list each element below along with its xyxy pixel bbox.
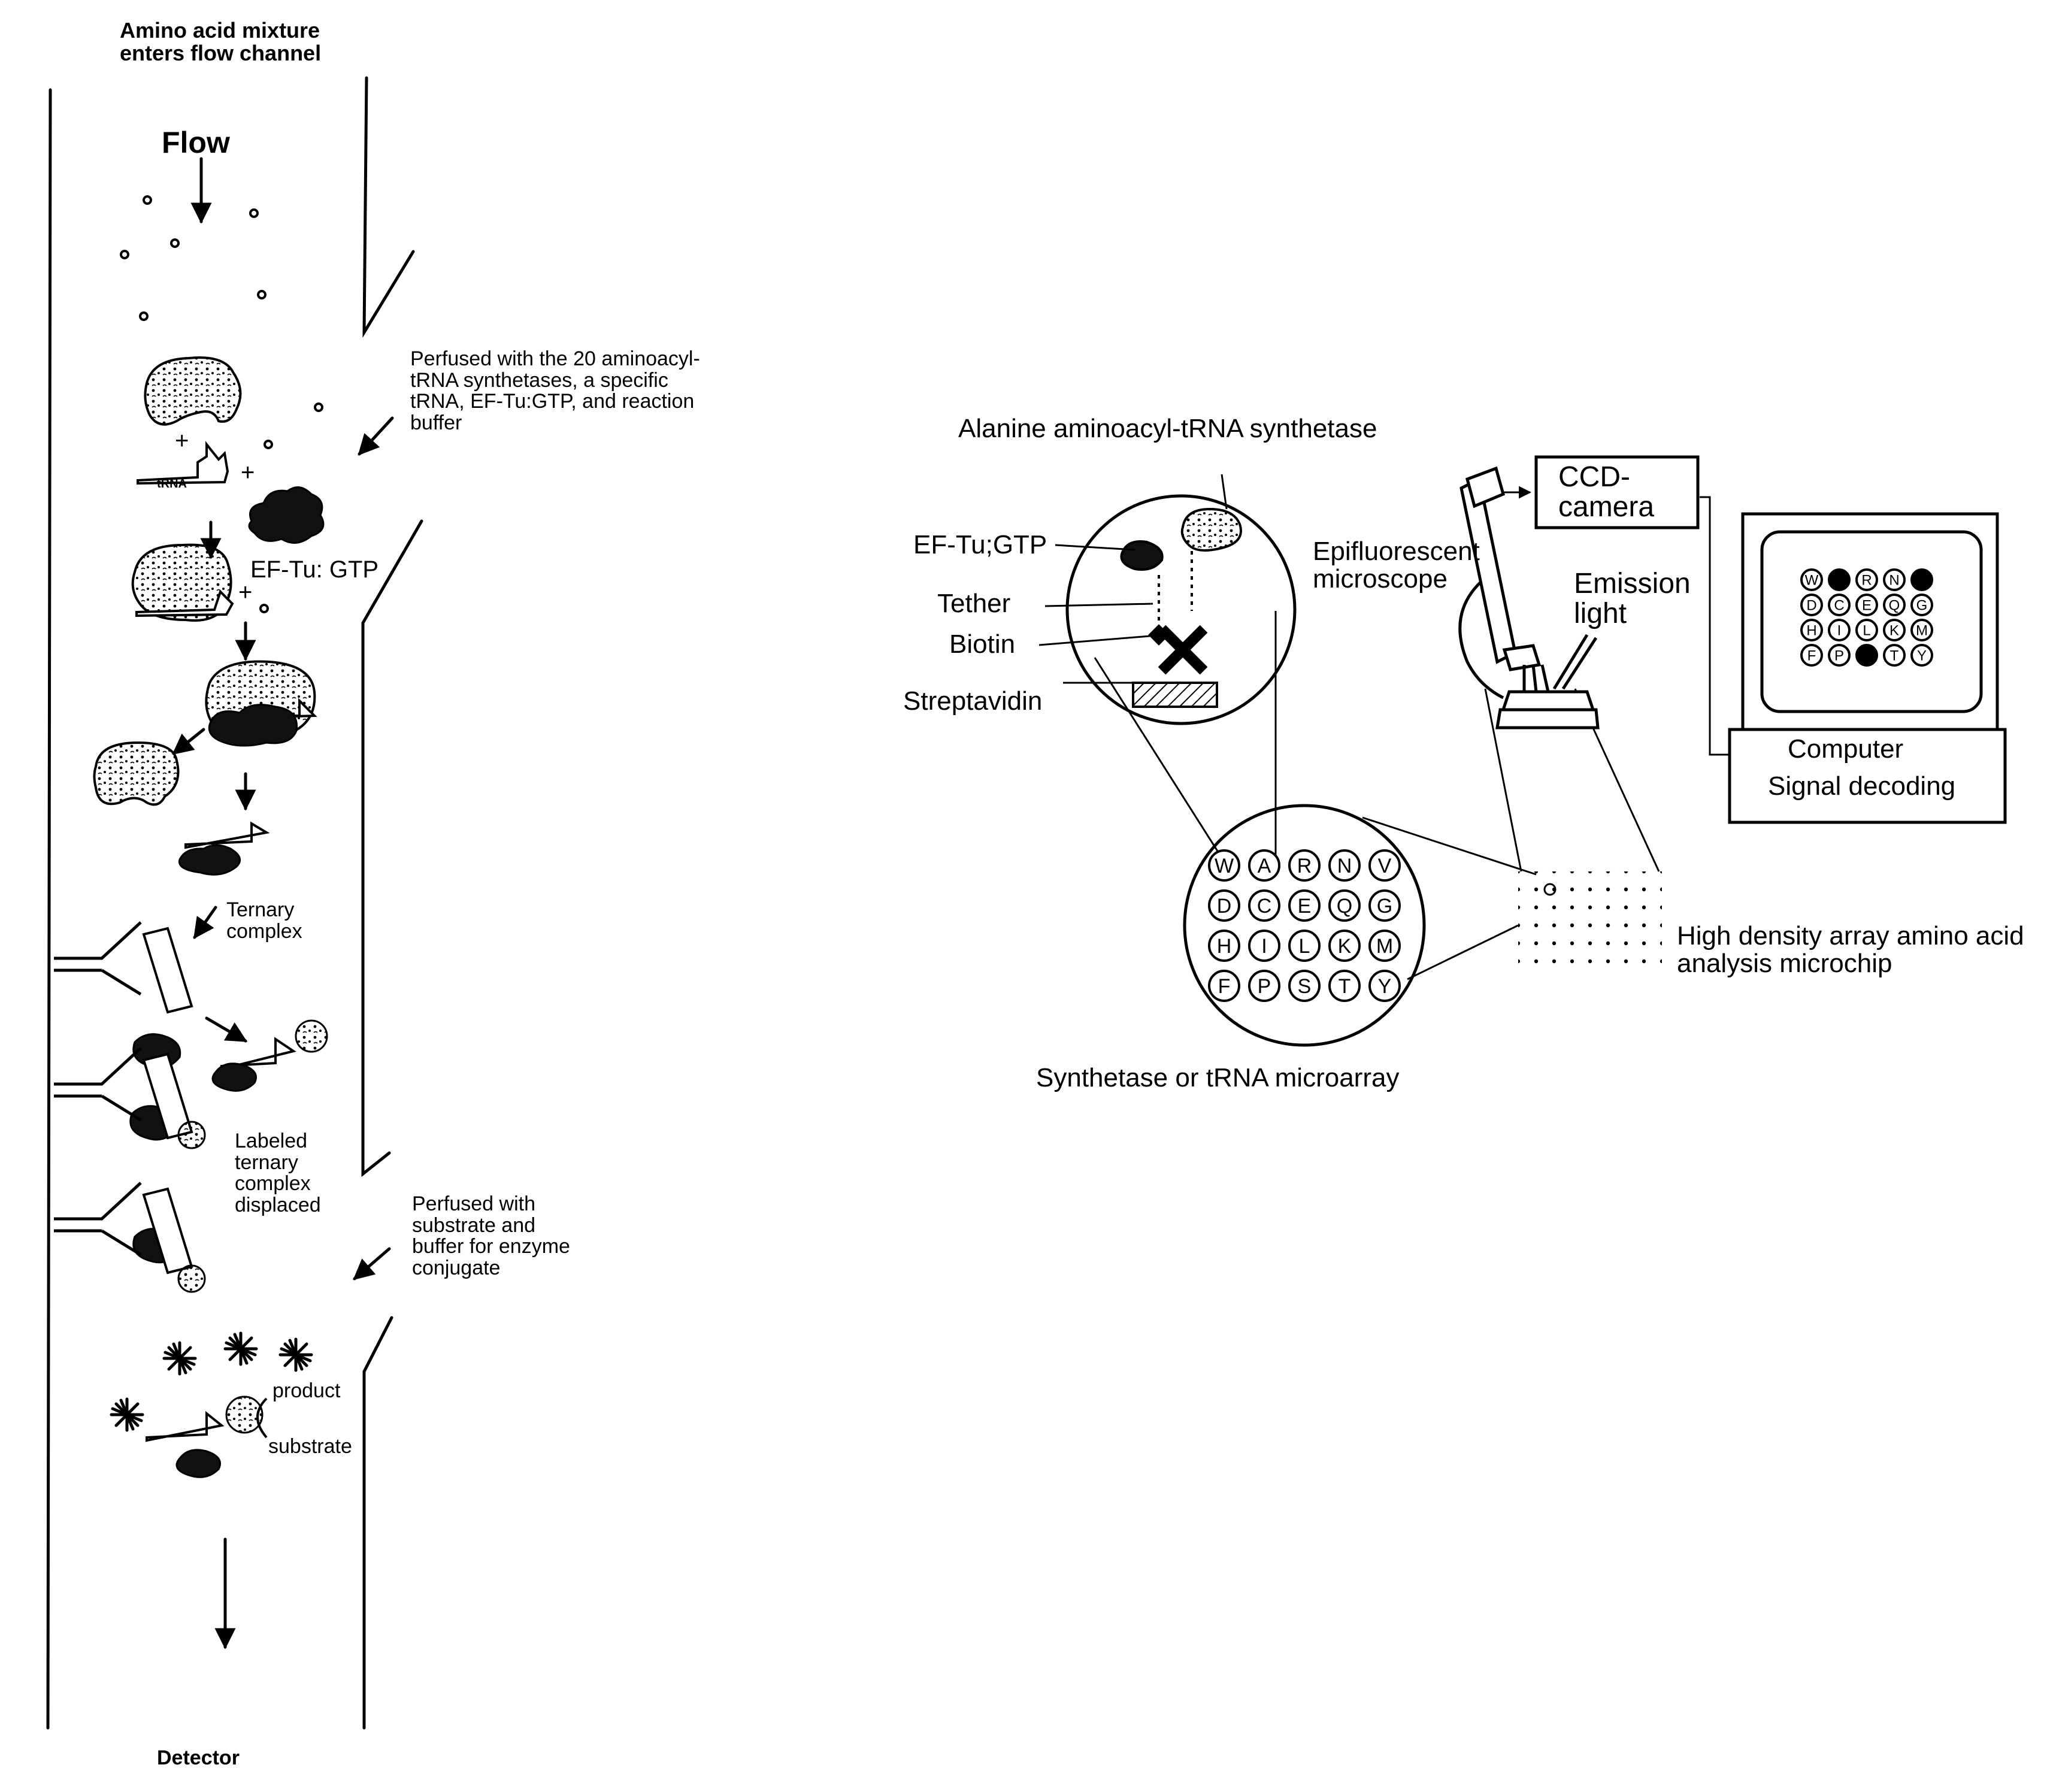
ccd-camera-label: CCD- camera: [1558, 462, 1654, 523]
screen-letter: G: [1916, 598, 1928, 614]
eftu-gtp-label-right: EF-Tu;GTP: [913, 531, 1047, 559]
screen-letter: I: [1837, 623, 1842, 639]
screen-letter: Q: [1889, 598, 1900, 614]
screen-letter: P: [1834, 648, 1844, 664]
eftu-blob-7: [213, 1064, 256, 1091]
channel-right-wall-mid: [363, 521, 422, 1174]
trna-label: tRNA: [157, 478, 187, 491]
trna-6: [147, 1413, 222, 1440]
microarray-letter: H: [1217, 935, 1232, 958]
step-arrow-5: [195, 907, 216, 937]
microarray-letter: G: [1377, 895, 1392, 918]
antibody-3: [54, 1183, 141, 1255]
tether-label: Tether: [937, 590, 1010, 617]
perfused-label-2: Perfused with substrate and buffer for e…: [412, 1194, 570, 1279]
microarray-letter: M: [1376, 935, 1393, 958]
microarray-letter: I: [1261, 935, 1267, 958]
perfused-arrow-1: [359, 418, 392, 454]
screen-letter: N: [1889, 573, 1899, 589]
microarray-letter: W: [1215, 855, 1234, 877]
product-label: product: [272, 1381, 340, 1402]
antibody-2: [54, 1048, 141, 1120]
emission-light-label: Emission light: [1574, 569, 1691, 629]
screen-spot: [1857, 645, 1877, 665]
antibody-captures: [54, 922, 141, 1255]
screen-letter: W: [1805, 573, 1819, 589]
screen-spot: [1829, 570, 1849, 590]
microarray-letter: N: [1337, 855, 1352, 877]
plus-sign-1: +: [175, 428, 189, 453]
signal-decoding-label: Signal decoding: [1768, 773, 1955, 800]
microarray-circle: [1185, 806, 1424, 1045]
microchip: [1518, 871, 1662, 977]
step-arrow-6: [207, 1018, 246, 1041]
microarray-letter: D: [1217, 895, 1232, 918]
trna-4: [186, 824, 267, 847]
synthetase-label: Alanine aminoacyl-tRNA synthetase: [958, 415, 1377, 443]
microarray-letter: K: [1338, 935, 1352, 958]
screen-letter: R: [1861, 573, 1872, 589]
synthetase-blob-4: [95, 743, 178, 804]
substrate-label: substrate: [268, 1436, 352, 1458]
entry-label: Amino acid mixture enters flow channel: [120, 19, 321, 65]
microarray-letter: T: [1339, 975, 1351, 998]
detector-label: Detector: [157, 1748, 240, 1769]
channel-right-wall-bottom: [364, 1318, 392, 1728]
plus-sign-2: +: [241, 460, 255, 485]
screen-letter: Y: [1917, 648, 1927, 664]
microarray-letter: S: [1298, 975, 1312, 998]
microarray-grid: W A R N V D C E Q G H I L K M F P S T Y: [1209, 850, 1400, 1001]
microarray-letter: V: [1378, 855, 1392, 877]
perfused-label-1: Perfused with the 20 aminoacyl- tRNA syn…: [410, 349, 700, 434]
synthetase-blob-1: [145, 358, 240, 425]
streptavidin-label: Streptavidin: [903, 688, 1042, 715]
screen-letter: M: [1916, 623, 1928, 639]
microarray-letter: Q: [1337, 895, 1352, 918]
screen-grid: W R N D C E QG H I L K M F P T Y: [1801, 570, 1932, 665]
biotin-label: Biotin: [949, 631, 1015, 658]
screen-letter: D: [1806, 598, 1816, 614]
screen-letter: F: [1807, 648, 1816, 664]
epifluorescent-label: Epifluorescent microscope: [1313, 538, 1480, 593]
microarray-letter: L: [1299, 935, 1310, 958]
computer-label: Computer: [1788, 735, 1903, 763]
microarray-letter: C: [1257, 895, 1272, 918]
microarray-letter: F: [1218, 975, 1231, 998]
ternary-complex-label: Ternary complex: [226, 900, 302, 942]
microarray-letter: R: [1297, 855, 1312, 877]
eftu-blob-8: [177, 1450, 220, 1478]
channel-left-wall: [48, 90, 50, 1728]
screen-letter: E: [1862, 598, 1872, 614]
antibody-1: [54, 922, 141, 994]
step-arrow-3: [174, 729, 204, 753]
microarray-letter: Y: [1378, 975, 1392, 998]
eftu-blob-3: [179, 845, 240, 874]
screen-spot: [1912, 570, 1932, 590]
captured-trna: [144, 928, 192, 1273]
plus-sign-3: +: [238, 580, 252, 605]
eftu-blob-1: [249, 488, 323, 543]
microarray-letter: P: [1258, 975, 1271, 998]
microchip-label: High density array amino acid analysis m…: [1677, 922, 2024, 977]
screen-letter: H: [1806, 623, 1816, 639]
flow-label: Flow: [162, 127, 230, 159]
microarray-letter: A: [1258, 855, 1271, 877]
microarray-label: Synthetase or tRNA microarray: [1036, 1064, 1399, 1092]
screen-letter: K: [1889, 623, 1899, 639]
screen-letter: L: [1863, 623, 1870, 639]
perfused-arrow-2: [355, 1249, 389, 1279]
channel-right-wall-top: [364, 78, 413, 332]
eftu-gtp-label: EF-Tu: GTP: [250, 557, 378, 582]
screen-letter: T: [1890, 648, 1899, 664]
screen-letter: C: [1834, 598, 1844, 614]
labeled-complex-label: Labeled ternary complex displaced: [235, 1131, 321, 1216]
magnified-contents: [1122, 509, 1241, 707]
microarray-letter: E: [1298, 895, 1312, 918]
